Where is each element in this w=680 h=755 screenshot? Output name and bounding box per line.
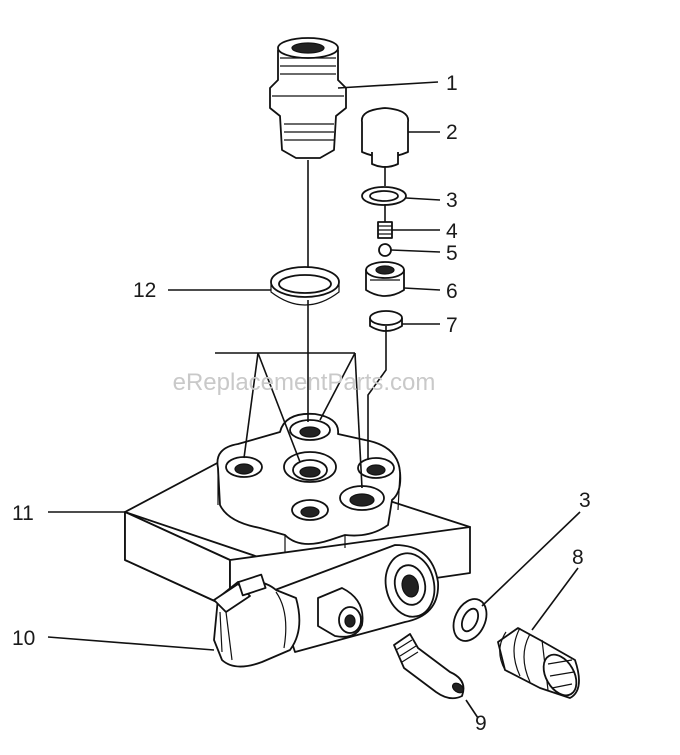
part-2-cap [361,107,409,168]
part-6-valve-seat [365,261,405,297]
part-8-outlet-fitting [497,627,580,699]
callout-5: 5 [446,242,458,265]
callout-3-lower: 3 [579,489,591,512]
callout-labels: 1 2 3 4 5 6 7 8 3 9 10 11 12 [12,72,591,735]
part-4-spring [377,221,393,239]
part-3-washer-lower [452,598,488,642]
callout-9: 9 [475,712,487,735]
part-3-washer-upper [361,186,407,206]
callout-10: 10 [12,627,35,650]
callout-12: 12 [133,279,156,302]
part-1-fitting [269,37,347,159]
callout-6: 6 [446,280,458,303]
callout-3-upper: 3 [446,189,458,212]
manifold-body [124,412,471,668]
callout-4: 4 [446,220,458,243]
callout-2: 2 [446,121,458,144]
watermark-text: eReplacementParts.com [173,369,436,396]
callout-11: 11 [12,502,34,525]
callout-8: 8 [572,546,584,569]
part-12-oring [270,266,340,306]
leader-lines [47,81,581,719]
callout-7: 7 [446,314,458,337]
part-5-ball [378,243,392,257]
callout-1: 1 [446,72,458,95]
part-9-plug [393,633,465,700]
